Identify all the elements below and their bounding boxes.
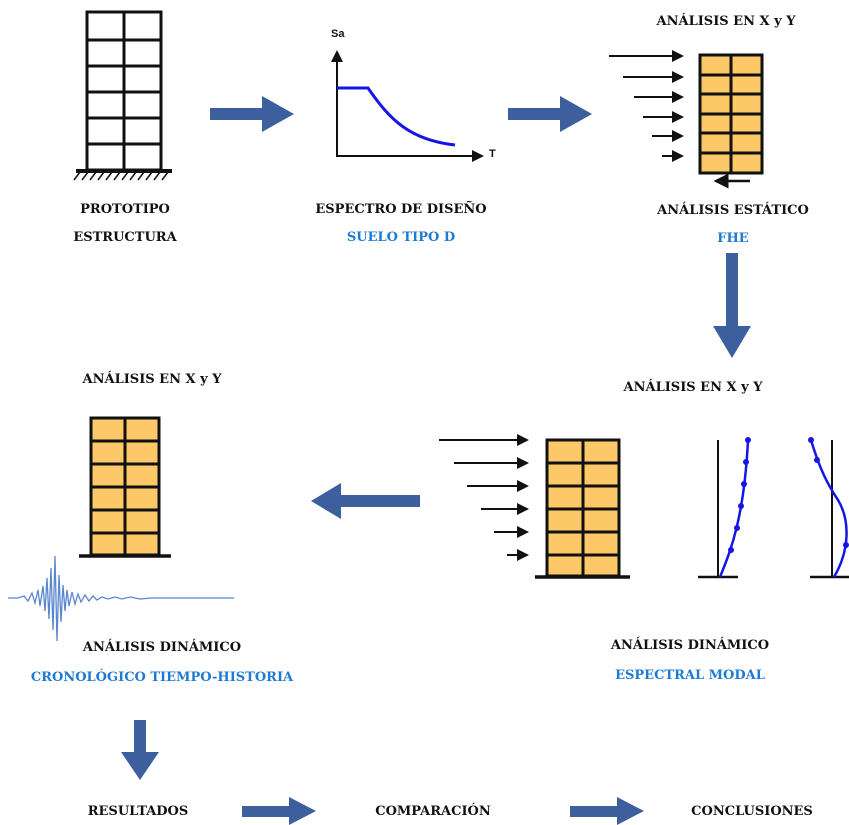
static-label-2: FHE (717, 231, 749, 246)
flow-arrow-right-4 (570, 797, 644, 825)
mode-shape-1-icon (698, 437, 751, 579)
history-header: ANÁLISIS EN X y Y (82, 372, 222, 387)
spectrum-label-1: ESPECTRO DE DISEÑO (315, 202, 487, 217)
comparison-label: COMPARACIÓN (375, 804, 491, 819)
flow-arrow-right-3 (242, 797, 316, 825)
flow-arrow-down-1 (713, 253, 751, 358)
flow-arrow-right-2 (508, 96, 592, 132)
static-label-1: ANÁLISIS ESTÁTICO (657, 203, 809, 218)
flow-arrow-right-1 (210, 96, 294, 132)
flow-arrow-down-2 (121, 720, 159, 780)
modal-building-icon (535, 438, 630, 579)
design-spectrum-chart (331, 50, 484, 162)
conclusions-label: CONCLUSIONES (691, 804, 813, 819)
modal-label-1: ANÁLISIS DINÁMICO (610, 638, 770, 653)
prototype-label-1: PROTOTIPO (80, 202, 170, 217)
time-history-building-icon (79, 416, 171, 558)
spectrum-axis-x-label: T (489, 148, 496, 160)
static-header: ANÁLISIS EN X y Y (656, 14, 796, 29)
prototype-label-2: ESTRUCTURA (73, 230, 177, 245)
history-label-2: CRONOLÓGICO TIEMPO-HISTORIA (30, 670, 294, 685)
modal-load-arrows (439, 434, 529, 561)
modal-header: ANÁLISIS EN X y Y (623, 380, 763, 395)
modal-label-2: ESPECTRAL MODAL (615, 668, 765, 683)
mode-shape-2-icon (808, 437, 849, 579)
flow-arrow-left (311, 483, 420, 519)
spectrum-axis-y-label: Sa (331, 28, 345, 40)
prototype-building-icon (73, 10, 172, 181)
history-label-1: ANÁLISIS DINÁMICO (82, 640, 242, 655)
static-load-arrows (609, 50, 684, 162)
results-label: RESULTADOS (87, 804, 189, 819)
seismic-record-icon (8, 555, 234, 642)
spectrum-label-2: SUELO TIPO D (346, 230, 456, 245)
static-building-icon (698, 53, 764, 189)
